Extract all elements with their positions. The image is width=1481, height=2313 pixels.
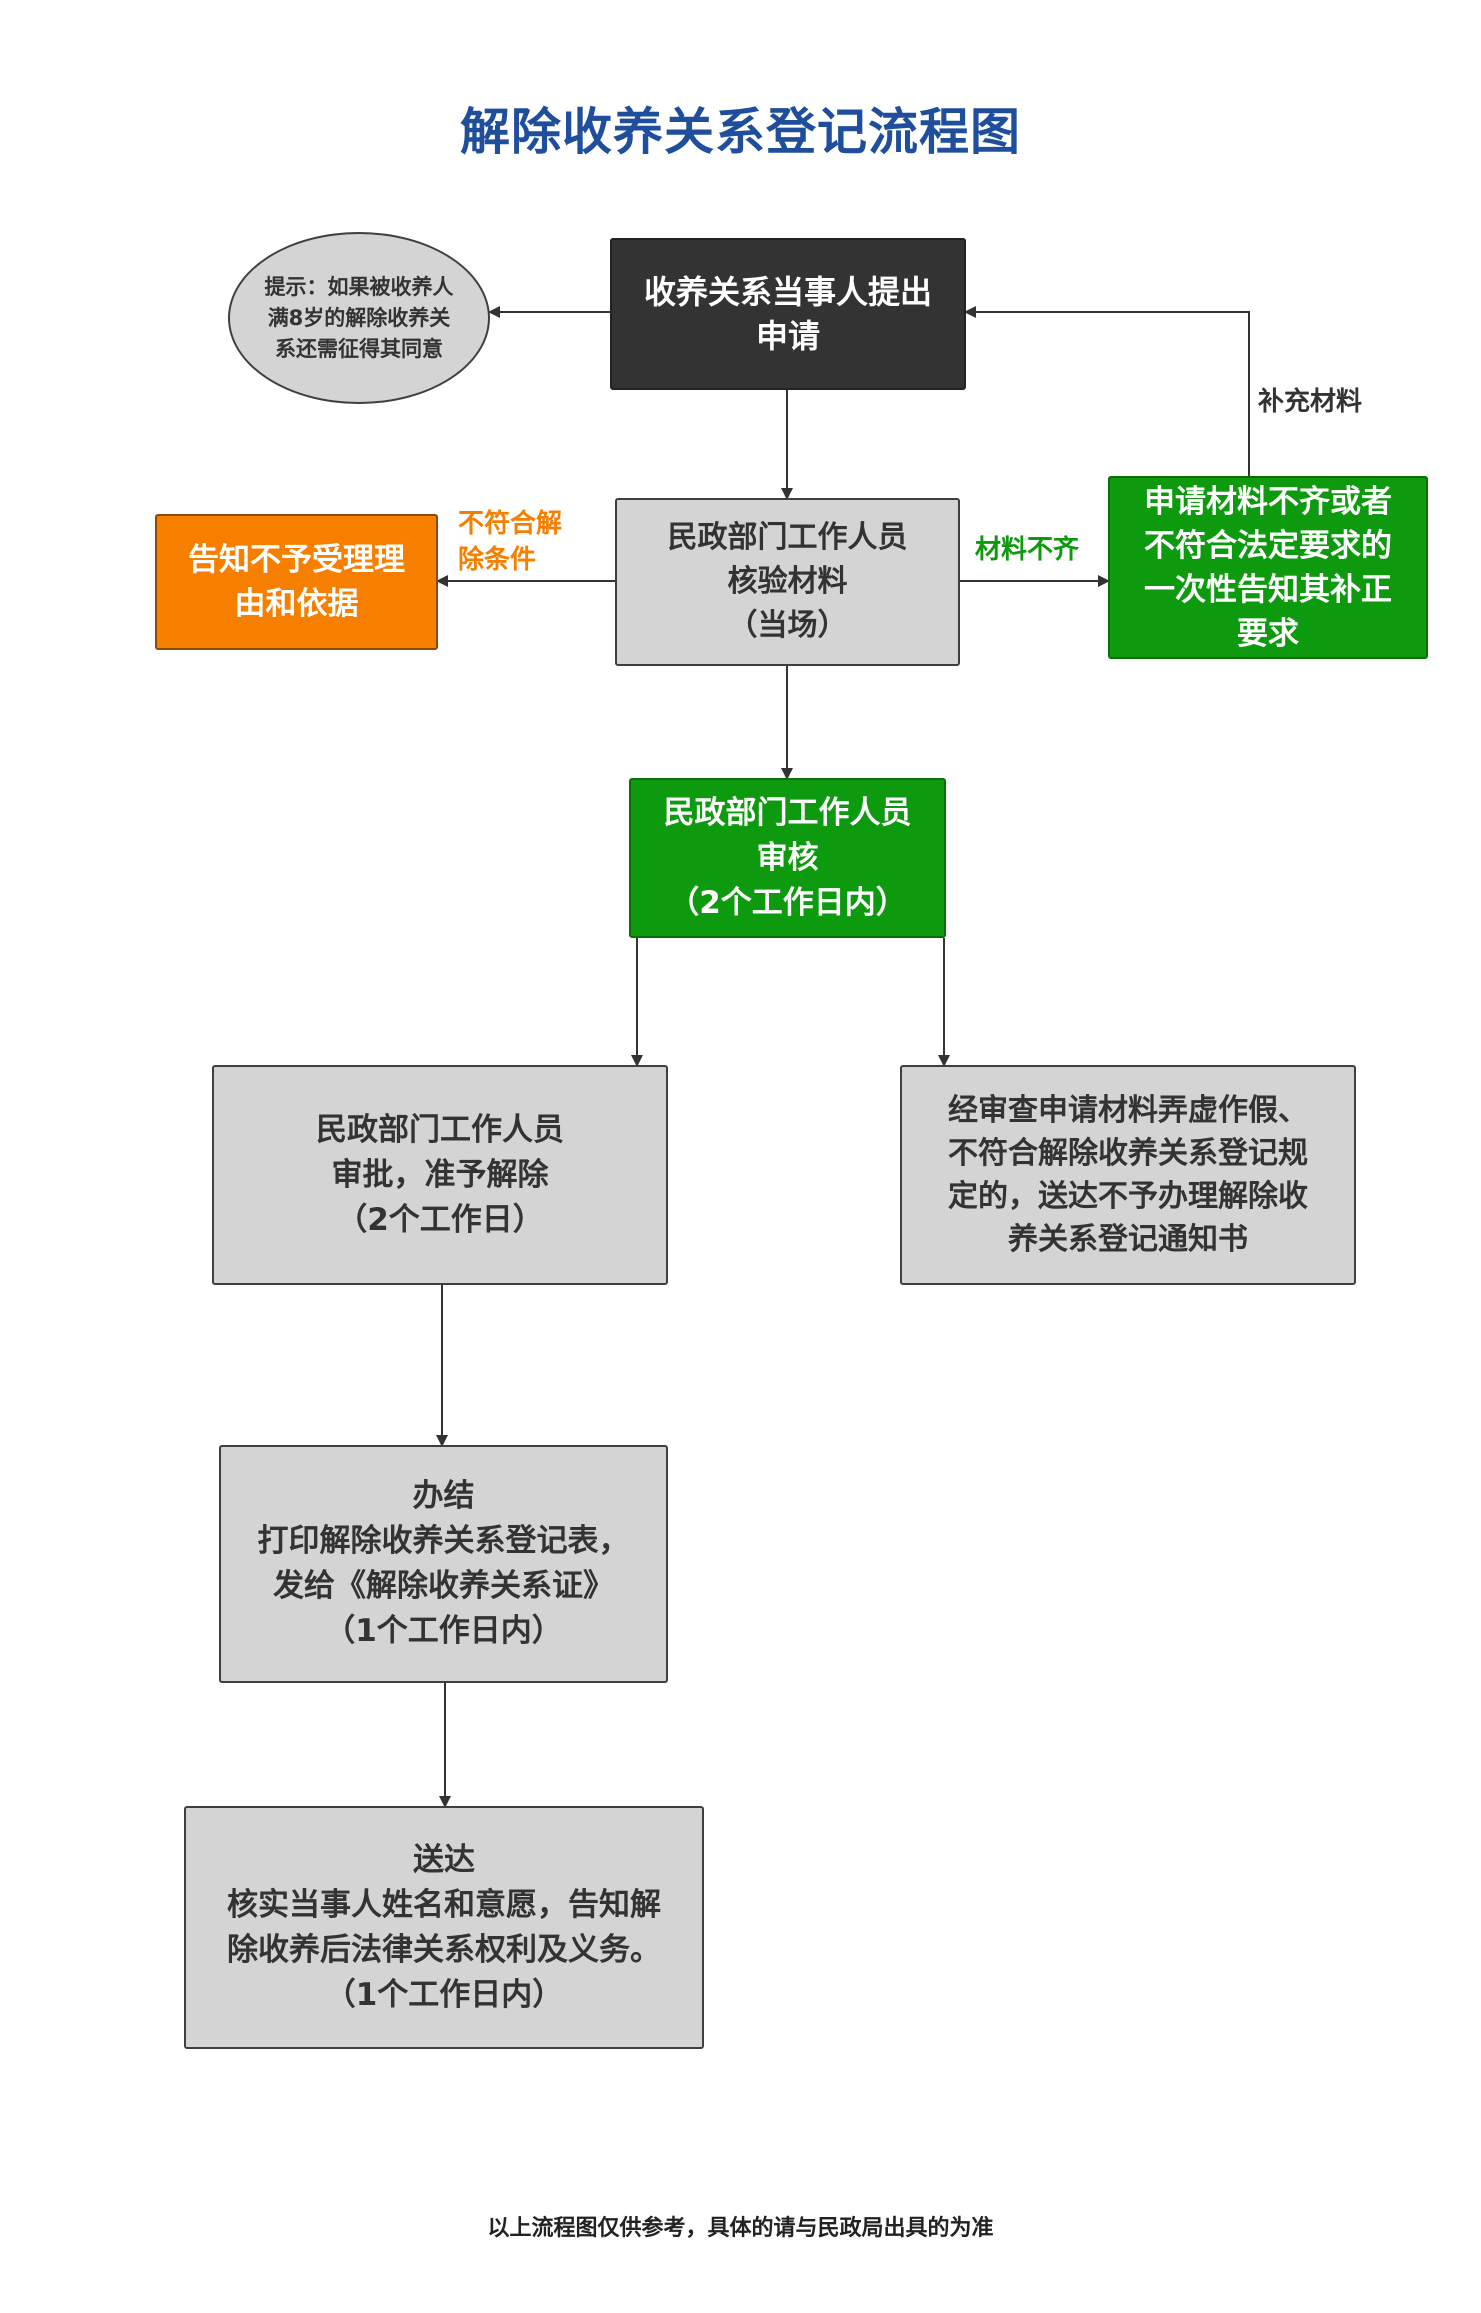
supplement-label: 补充材料 (1258, 387, 1363, 417)
review-node: 民政部门工作人员 审核 （2个工作日内） (629, 778, 946, 938)
conclude-node: 办结 打印解除收养关系登记表， 发给《解除收养关系证》 （1个工作日内） (219, 1445, 668, 1683)
page-title: 解除收养关系登记流程图 (460, 103, 1021, 161)
fake-materials-node: 经审查申请材料弄虚作假、 不符合解除收养关系登记规 定的，送达不予办理解除收 养… (900, 1065, 1356, 1285)
footer-note: 以上流程图仅供参考，具体的请与民政局出具的为准 (487, 2216, 994, 2241)
not-qualified-label: 不符合解 除条件 (458, 509, 563, 575)
reject-notice-node: 告知不予受理理 由和依据 (155, 514, 438, 650)
arrow-supplement-to-apply (964, 306, 1250, 480)
supplement-notice-node: 申请材料不齐或者 不符合法定要求的 一次性告知其补正 要求 (1108, 476, 1428, 659)
hint-ellipse: 提示：如果被收养人 满8岁的解除收养关 系还需征得其同意 (228, 232, 490, 404)
approve-node: 民政部门工作人员 审批，准予解除 （2个工作日） (212, 1065, 668, 1285)
materials-incomplete-label: 材料不齐 (975, 535, 1080, 565)
apply-node: 收养关系当事人提出 申请 (610, 238, 966, 390)
deliver-node: 送达 核实当事人姓名和意愿，告知解 除收养后法律关系权利及义务。 （1个工作日内… (184, 1806, 704, 2049)
verify-node: 民政部门工作人员 核验材料 （当场） (615, 498, 960, 666)
